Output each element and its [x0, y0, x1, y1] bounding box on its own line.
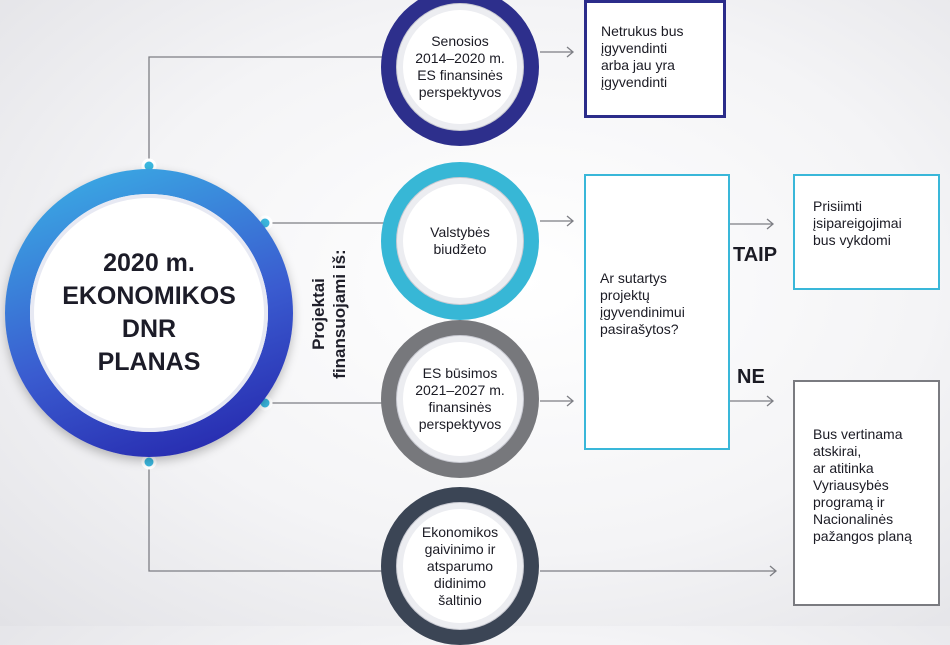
source-label-eu-2021-2027: ES būsimos 2021–2027 m. finansinės persp… — [415, 365, 505, 432]
outcome-box-evaluated: Bus vertinama atskirai, ar atitinka Vyri… — [793, 380, 940, 606]
outcome-text-commitments: Prisiimti įsipareigojimai bus vykdomi — [813, 198, 902, 248]
connector-bottom — [148, 462, 385, 572]
outcome-box-commitments: Prisiimti įsipareigojimai bus vykdomi — [793, 174, 940, 290]
source-label-recovery-fund: Ekonomikos gaivinimo ir atsparumo didini… — [421, 523, 499, 608]
outcome-box-implemented: Netrukus bus įgyvendinti arba jau yra įg… — [584, 0, 726, 118]
outcome-text-evaluated: Bus vertinama atskirai, ar atitinka Vyri… — [813, 426, 912, 544]
node-dot-bottom — [141, 454, 157, 470]
decision-box-contracts-signed: Ar sutartys projektų įgyvendinimui pasir… — [584, 174, 730, 450]
answer-yes-label: TAIP — [733, 244, 778, 266]
decision-text-contracts-signed: Ar sutartys projektų įgyvendinimui pasir… — [600, 270, 685, 337]
source-label-eu-2014-2020: Senosios 2014–2020 m. ES finansinės pers… — [415, 33, 505, 100]
answer-no-label: NE — [737, 366, 765, 388]
central-plan-circle: 2020 m. EKONOMIKOS DNR PLANAS — [5, 169, 293, 457]
source-circle-state-budget: Valstybės biudžeto — [381, 162, 539, 320]
central-plan-title: 2020 m. EKONOMIKOS DNR PLANAS — [62, 249, 236, 376]
source-label-state-budget: Valstybės biudžeto — [430, 224, 490, 257]
source-circle-eu-2021-2027: ES būsimos 2021–2027 m. finansinės persp… — [381, 320, 539, 478]
funding-sources-label: Projektai finansuojami iš: — [309, 249, 349, 379]
outcome-text-implemented: Netrukus bus įgyvendinti arba jau yra įg… — [601, 23, 684, 90]
connector-top — [148, 56, 386, 166]
source-circle-recovery-fund: Ekonomikos gaivinimo ir atsparumo didini… — [381, 487, 539, 645]
source-circle-eu-2014-2020: Senosios 2014–2020 m. ES finansinės pers… — [381, 0, 539, 146]
